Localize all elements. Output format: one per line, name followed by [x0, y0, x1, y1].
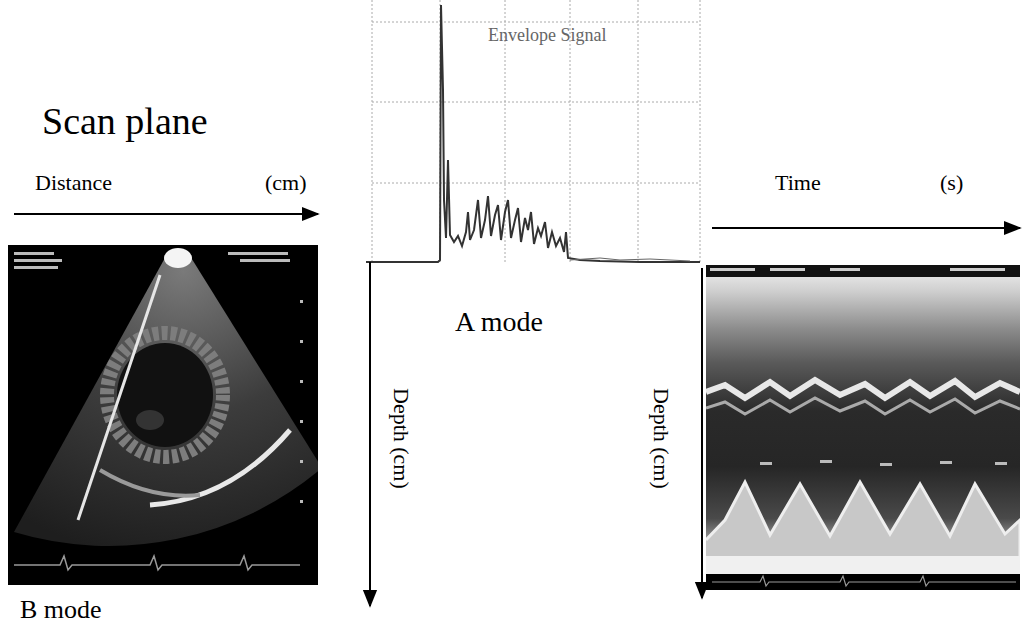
axis-label: Distance	[35, 172, 112, 194]
panel-label: A mode	[455, 308, 543, 336]
axis-unit: (s)	[940, 172, 963, 194]
axis-label: Time	[775, 172, 821, 194]
panel-label: B mode	[20, 597, 102, 623]
m-mode-image	[706, 265, 1020, 590]
plot-title: Envelope Signal	[488, 26, 606, 44]
axis-label: Depth (cm)	[650, 388, 672, 489]
depth-arrow	[701, 268, 703, 598]
distance-arrow	[14, 213, 318, 215]
panel-title: Scan plane	[42, 102, 208, 140]
depth-arrow	[369, 262, 371, 606]
axis-unit: (cm)	[265, 172, 307, 194]
a-mode-plot	[366, 0, 700, 262]
time-arrow	[712, 227, 1020, 229]
b-mode-image	[8, 245, 318, 585]
axis-label: Depth (cm)	[390, 388, 412, 489]
